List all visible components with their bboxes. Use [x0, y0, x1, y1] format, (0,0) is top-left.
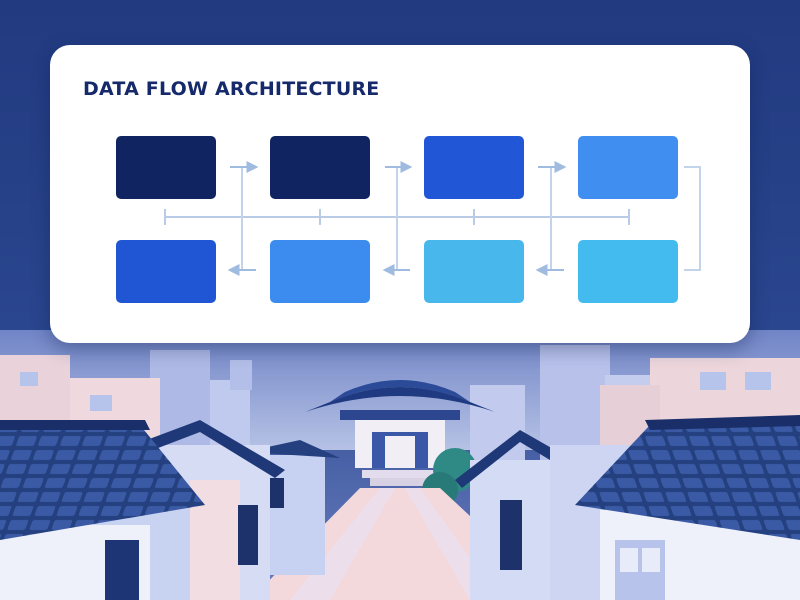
flow-node: [578, 240, 678, 303]
flow-node: [116, 136, 216, 199]
diagram-title: DATA FLOW ARCHITECTURE: [83, 78, 380, 100]
right-front-house: [575, 415, 800, 600]
temple: [305, 380, 495, 486]
flow-node: [270, 136, 370, 199]
flow-node: [424, 240, 524, 303]
top-row-nodes: [116, 136, 678, 199]
left-front-house: [0, 420, 205, 600]
bottom-row-nodes: [116, 240, 678, 303]
flow-node: [424, 136, 524, 199]
flow-node: [270, 240, 370, 303]
flow-node: [116, 240, 216, 303]
vertical-connectors: [241, 166, 701, 271]
return-connector: [684, 166, 701, 271]
flow-node: [578, 136, 678, 199]
